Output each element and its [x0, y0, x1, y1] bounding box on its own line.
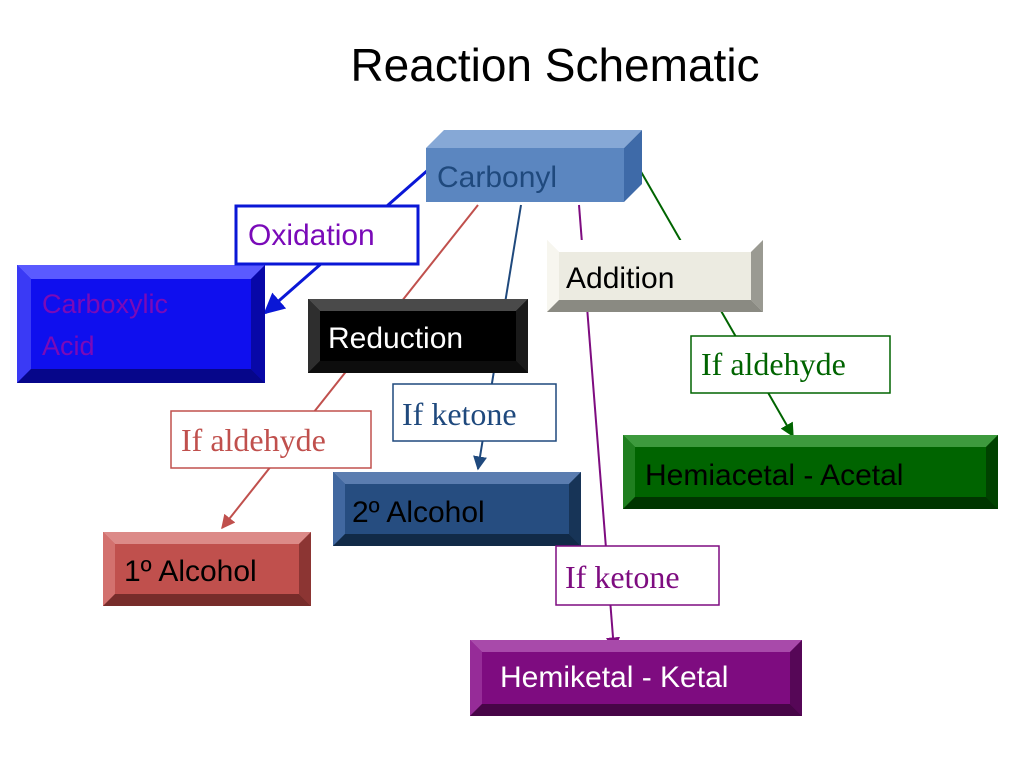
primary-alcohol-node: 1º Alcohol [103, 532, 311, 606]
carboxylic-acid-label-line1: Carboxylic [42, 289, 168, 319]
hemiketal-ketal-label: Hemiketal - Ketal [500, 661, 728, 694]
if-ketone-reduction-label-box: If ketone [392, 383, 557, 442]
carboxylic-acid-node: Carboxylic Acid [17, 265, 265, 383]
oxidation-label: Oxidation [248, 219, 375, 252]
secondary-alcohol-node: 2º Alcohol [333, 472, 581, 546]
carbonyl-node: Carbonyl [426, 130, 642, 202]
oxidation-label-box: Oxidation [234, 204, 420, 266]
reduction-label: Reduction [328, 322, 463, 355]
hemiacetal-acetal-node: Hemiacetal - Acetal [623, 435, 998, 509]
primary-alcohol-label: 1º Alcohol [124, 555, 257, 588]
if-ketone-reduction-label: If ketone [402, 396, 517, 432]
if-aldehyde-reduction-label: If aldehyde [181, 422, 326, 458]
carbonyl-label: Carbonyl [437, 161, 557, 194]
hemiacetal-acetal-label: Hemiacetal - Acetal [645, 459, 903, 492]
page-title: Reaction Schematic [350, 39, 760, 91]
if-ketone-addition-label-box: If ketone [555, 545, 720, 606]
addition-node: Addition [547, 240, 763, 312]
if-aldehyde-addition-label: If aldehyde [701, 346, 846, 382]
reduction-node: Reduction [308, 299, 528, 373]
if-ketone-addition-label: If ketone [565, 559, 680, 595]
secondary-alcohol-label: 2º Alcohol [352, 496, 485, 529]
if-aldehyde-reduction-label-box: If aldehyde [170, 410, 372, 469]
if-aldehyde-addition-label-box: If aldehyde [690, 335, 891, 394]
hemiketal-ketal-node: Hemiketal - Ketal [470, 640, 802, 716]
addition-label: Addition [566, 262, 674, 295]
carboxylic-acid-label-line2: Acid [42, 331, 95, 361]
